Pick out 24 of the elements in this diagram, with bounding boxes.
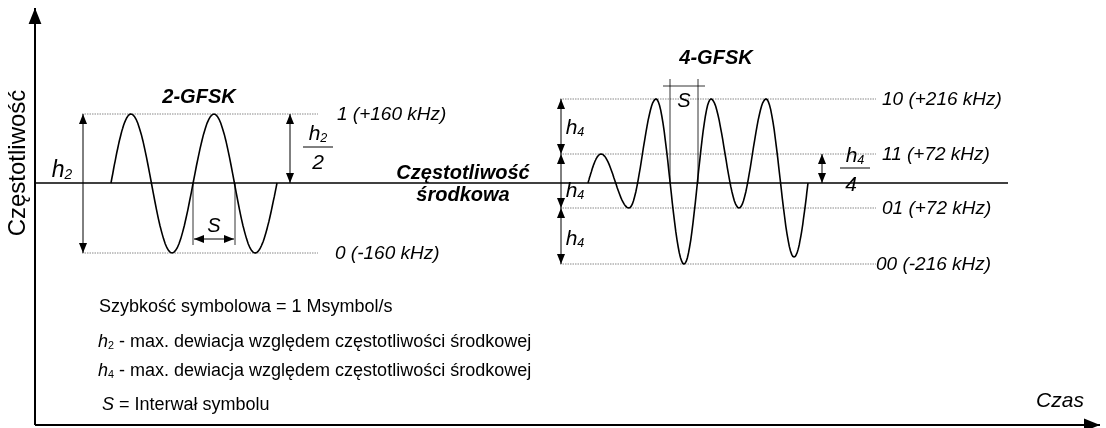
center-frequency-label: Częstotliwość środkowa [395,161,531,205]
dimension-label: h$_{4}$ [565,225,585,251]
note-text: Szybkość symbolowa = 1 Msymbol/s [99,297,393,317]
level-label: 01 (+72 kHz) [882,197,992,219]
level-label: 00 (-216 kHz) [876,253,992,275]
level-label: 0 (-160 kHz) [335,242,440,264]
level-label: 1 (+160 kHz) [337,103,447,125]
note-text: S = Interwał symbolu [102,395,270,415]
axis-title: Częstotliwość [3,89,31,237]
note-text: h$_{2}$ - max. dewiacja względem częstotliwości środkowej [98,332,532,352]
dimension-label: h$_{2}$ [51,157,73,183]
level-label: 11 (+72 kHz) [882,143,990,165]
dimension-label: h$_{4}$ [565,177,585,203]
fraction-numerator: h$_{4}$ [845,142,865,168]
axis-title: Czas [1036,388,1084,412]
dimension-label: h$_{4}$ [565,114,585,140]
modulation-title: 4-GFSK [679,46,753,68]
dimension-label: S [677,89,691,111]
modulation-title: 2-GFSK [162,85,236,107]
note-text: h$_{4}$ - max. dewiacja względem częstotliwości środkowej [98,361,532,381]
level-label: 10 (+216 kHz) [882,88,1002,110]
fraction-denominator: 2 [312,150,324,174]
dimension-label: S [207,214,221,236]
fraction-numerator: h$_{2}$ [308,120,328,146]
